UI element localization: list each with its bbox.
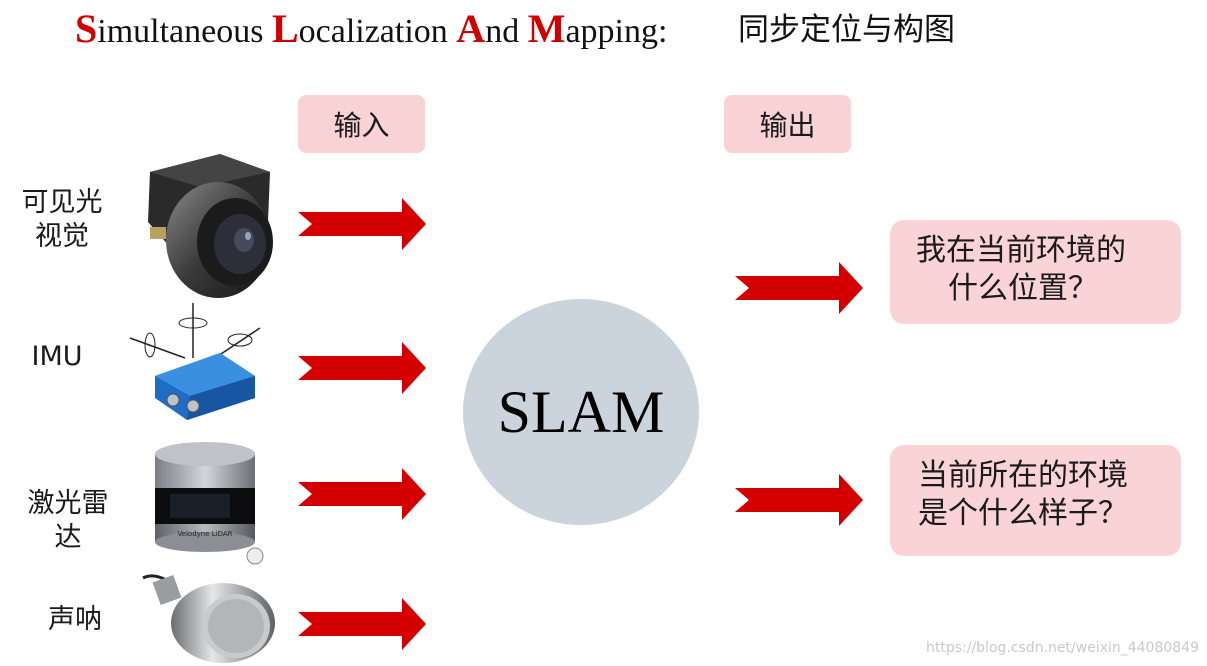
input-arrow-lidar — [298, 468, 426, 520]
title-cap-a: A — [456, 6, 486, 51]
title-chinese: 同步定位与构图 — [738, 12, 955, 48]
input-label: 输入 — [298, 95, 425, 153]
slam-circle: SLAM — [463, 299, 699, 525]
title-cap-s: S — [75, 6, 98, 51]
input-arrow-imu — [298, 342, 426, 394]
sensor-label-vision-line1: 可见光 — [21, 187, 103, 218]
output-box-environment: 当前所在的环境 是个什么样子？ — [890, 445, 1181, 556]
input-arrow-vision — [298, 198, 426, 250]
watermark: https://blog.csdn.net/weixin_44080849 — [925, 640, 1199, 656]
sonar-icon — [142, 574, 275, 663]
sensor-label-sonar: 声呐 — [30, 603, 120, 637]
svg-text:Velodyne LiDAR: Velodyne LiDAR — [177, 530, 232, 538]
sensor-label-sonar-line1: 声呐 — [48, 604, 102, 635]
sensor-label-vision: 可见光 视觉 — [12, 186, 112, 254]
lidar-icon: Velodyne LiDAR — [155, 442, 264, 565]
slam-label: SLAM — [497, 378, 665, 445]
camera-icon — [148, 154, 273, 298]
title-cap-m: M — [527, 6, 566, 51]
title-part-s: imultaneous — [97, 13, 272, 50]
output-arrow-environment — [735, 474, 863, 526]
title-part-a: nd — [485, 13, 528, 50]
sensor-label-vision-line2: 视觉 — [35, 221, 89, 252]
sensor-label-lidar-line1: 激光雷 — [27, 488, 109, 519]
output-environment-line1: 当前所在的环境 — [918, 458, 1128, 493]
title-cap-l: L — [271, 6, 299, 51]
output-label: 输出 — [724, 95, 851, 153]
output-environment-line2: 是个什么样子？ — [918, 496, 1128, 531]
output-arrow-position — [735, 262, 863, 314]
imu-icon — [129, 303, 261, 420]
title-part-m: apping: — [565, 13, 668, 50]
sensor-label-imu: IMU — [15, 340, 99, 374]
input-arrow-sonar — [298, 598, 426, 650]
sensor-label-imu-line1: IMU — [31, 341, 83, 372]
output-position-line2: 什么位置？ — [948, 271, 1098, 306]
sensor-label-lidar: 激光雷 达 — [18, 487, 118, 555]
output-box-position: 我在当前环境的 什么位置？ — [890, 220, 1181, 324]
title-part-l: ocalization — [298, 13, 457, 50]
page-title: Simultaneous Localization And Mapping: — [75, 6, 667, 52]
sensor-label-lidar-line2: 达 — [54, 522, 82, 553]
output-position-line1: 我在当前环境的 — [916, 233, 1126, 268]
